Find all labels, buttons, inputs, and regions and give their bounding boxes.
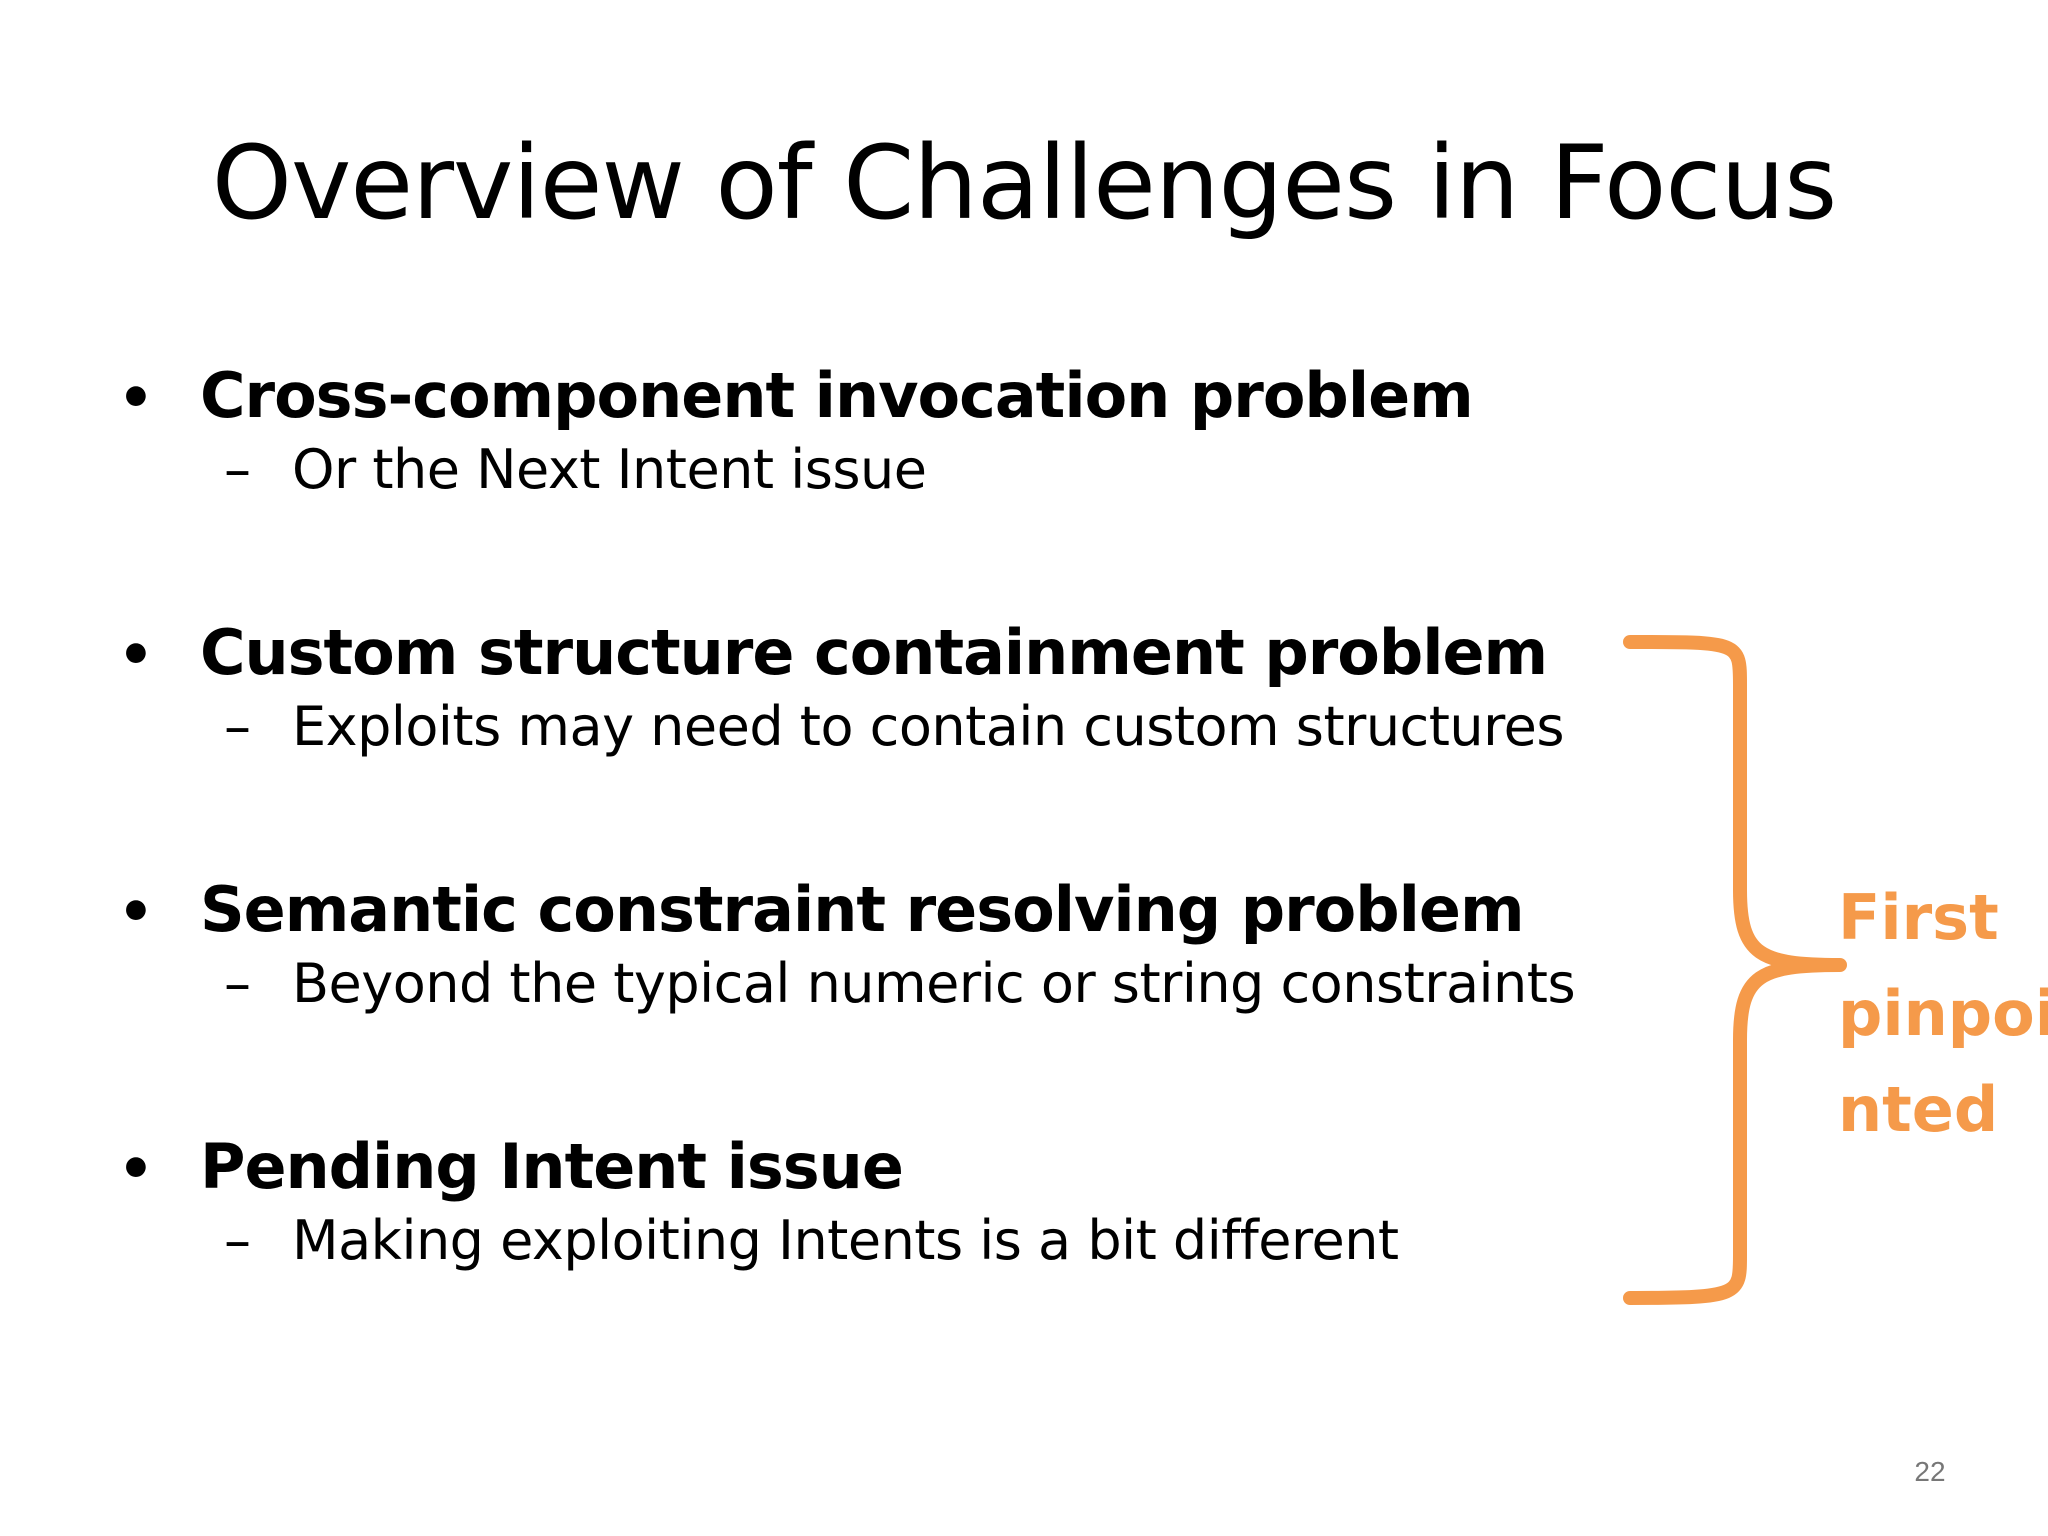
dash-icon: – [224,695,251,759]
dash-icon: – [224,438,251,502]
bullet-icon: • [118,623,154,688]
bullet-detail: Beyond the typical numeric or string con… [292,952,1576,1016]
page-number: 22 [1914,1456,1946,1487]
bullet-detail: Making exploiting Intents is a bit diffe… [292,1209,1399,1273]
side-label-line: pinpoi [1838,977,2048,1051]
bullet-detail: Or the Next Intent issue [292,438,927,502]
bullet-heading: Pending Intent issue [200,1130,904,1203]
slide-title: Overview of Challenges in Focus [211,124,1838,243]
first-pinpointed-label: First pinpoi nted [1838,870,2048,1158]
bullet-icon: • [118,1137,154,1202]
bullet-icon: • [118,366,154,431]
bullet-item-pending-intent: • Pending Intent issue – Making exploiti… [118,1130,1678,1273]
dash-icon: – [224,952,251,1016]
bullet-heading: Semantic constraint resolving problem [200,873,1525,946]
bullet-detail: Exploits may need to contain custom stru… [292,695,1565,759]
dash-icon: – [224,1209,251,1273]
curly-brace-icon [1623,635,1847,1305]
bullet-heading: Cross-component invocation problem [200,359,1474,432]
bullet-icon: • [118,880,154,945]
bullet-heading: Custom structure containment problem [200,616,1548,689]
bullet-item-custom-structure: • Custom structure containment problem –… [118,616,1678,759]
side-label-line: First [1838,881,1999,954]
bullet-item-semantic-constraint: • Semantic constraint resolving problem … [118,873,1678,1016]
bullet-item-cross-component: • Cross-component invocation problem – O… [118,359,1678,502]
side-label-line: nted [1838,1073,1999,1147]
